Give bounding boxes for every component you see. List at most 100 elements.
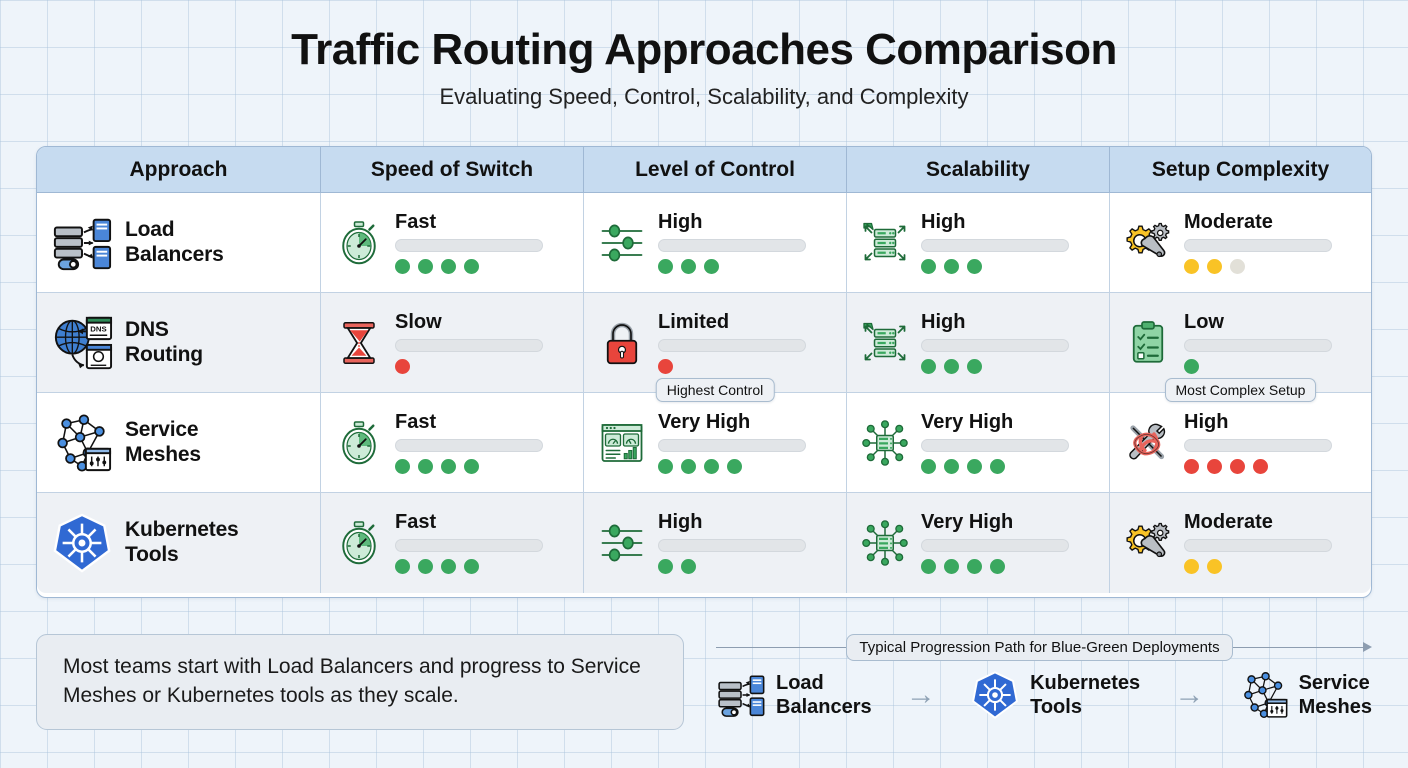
metric-cell: Fast bbox=[321, 493, 584, 593]
rating-dot-filled bbox=[658, 458, 673, 474]
rating-dot-filled bbox=[944, 458, 959, 474]
rating-dot-filled bbox=[1184, 358, 1199, 374]
rating-dot-filled bbox=[681, 559, 696, 574]
metric-label: Limited bbox=[658, 310, 730, 333]
rating-dot-filled bbox=[967, 559, 982, 574]
metric-cell: Moderate bbox=[1110, 193, 1371, 292]
rating-dot-filled bbox=[441, 258, 456, 274]
rating-dot-filled bbox=[658, 559, 673, 574]
gear-wrench-icon bbox=[1124, 519, 1172, 567]
rating-dot-filled bbox=[418, 458, 433, 474]
comparison-table: Approach Speed of Switch Level of Contro… bbox=[36, 146, 1372, 598]
column-header-scalability: Scalability bbox=[847, 147, 1110, 192]
rating-dot-filled bbox=[944, 559, 959, 574]
kubernetes-icon bbox=[51, 512, 113, 574]
stopwatch-icon bbox=[335, 519, 383, 567]
metric-label: Fast bbox=[395, 210, 437, 233]
column-header-approach: Approach bbox=[37, 147, 321, 192]
metric-bar bbox=[658, 238, 806, 252]
metric-cell: Slow bbox=[321, 293, 584, 392]
metric-bar bbox=[921, 539, 1069, 552]
scaling-servers-icon bbox=[861, 319, 909, 367]
checklist-icon bbox=[1124, 319, 1172, 367]
rating-dots bbox=[658, 458, 806, 474]
rating-dot-filled bbox=[658, 358, 673, 374]
metric-label: Very High bbox=[921, 410, 1014, 433]
rating-dot-filled bbox=[1253, 458, 1268, 474]
progression-title: Typical Progression Path for Blue-Green … bbox=[846, 633, 1233, 661]
rating-dot-filled bbox=[1184, 559, 1199, 574]
metric-cell: High bbox=[847, 293, 1110, 392]
rating-dot-filled bbox=[704, 458, 719, 474]
rating-dot-filled bbox=[395, 458, 410, 474]
rating-dots bbox=[1184, 458, 1332, 474]
sliders-icon bbox=[598, 219, 646, 267]
rating-dots bbox=[1184, 358, 1332, 374]
gear-wrench-icon bbox=[1124, 219, 1172, 267]
rating-dot-filled bbox=[921, 258, 936, 274]
progression-line-right bbox=[1232, 646, 1364, 648]
metric-cell: Low bbox=[1110, 293, 1371, 392]
metric-label: Very High bbox=[921, 511, 1014, 533]
metric-bar bbox=[395, 338, 543, 352]
rating-dot-filled bbox=[990, 559, 1005, 574]
progression-path: Typical Progression Path for Blue-Green … bbox=[716, 626, 1373, 736]
rating-dot-filled bbox=[1184, 258, 1199, 274]
metric-label: Slow bbox=[395, 310, 442, 333]
service-mesh-icon bbox=[1239, 670, 1289, 720]
rating-dot-filled bbox=[464, 458, 479, 474]
metric-cell: High bbox=[584, 193, 847, 292]
node-hub-icon bbox=[861, 519, 909, 567]
rating-dots bbox=[921, 258, 1069, 274]
metric-bar bbox=[395, 238, 543, 252]
rating-dot-filled bbox=[681, 258, 696, 274]
rating-dot-filled bbox=[464, 258, 479, 274]
progression-line-left bbox=[716, 646, 847, 648]
metric-bar bbox=[1184, 238, 1332, 252]
rating-dot-filled bbox=[944, 358, 959, 374]
metric-bar bbox=[1184, 338, 1332, 352]
metric-bar bbox=[921, 238, 1069, 252]
tangled-tools-icon bbox=[1124, 419, 1172, 467]
sliders-icon bbox=[598, 519, 646, 567]
metric-cell: Most Complex Setup High bbox=[1110, 378, 1371, 492]
rating-dots bbox=[395, 258, 543, 274]
metric-cell: High bbox=[847, 193, 1110, 292]
stopwatch-icon bbox=[335, 219, 383, 267]
rating-dot-filled bbox=[441, 559, 456, 574]
highlight-badge: Highest Control bbox=[655, 378, 775, 402]
metric-cell: Fast bbox=[321, 393, 584, 492]
rating-dot-filled bbox=[1207, 559, 1222, 574]
rating-dot-filled bbox=[967, 458, 982, 474]
rating-dot-filled bbox=[418, 559, 433, 574]
rating-dot-filled bbox=[658, 258, 673, 274]
rating-dot-filled bbox=[967, 358, 982, 374]
scaling-servers-icon bbox=[861, 219, 909, 267]
kubernetes-icon bbox=[970, 670, 1020, 720]
rating-dots bbox=[395, 358, 543, 374]
metric-cell: Very High bbox=[847, 393, 1110, 492]
rating-dots bbox=[1184, 258, 1332, 274]
metric-cell: Fast bbox=[321, 193, 584, 292]
metric-label: Fast bbox=[395, 410, 437, 433]
rating-dots bbox=[921, 559, 1069, 574]
metric-bar bbox=[658, 338, 806, 352]
metric-label: Low bbox=[1184, 310, 1224, 333]
metric-bar bbox=[658, 438, 806, 452]
metric-bar bbox=[921, 438, 1069, 452]
metric-bar bbox=[395, 438, 543, 452]
metric-label: High bbox=[658, 511, 703, 533]
rating-dots bbox=[658, 358, 806, 374]
metric-bar bbox=[395, 539, 543, 552]
